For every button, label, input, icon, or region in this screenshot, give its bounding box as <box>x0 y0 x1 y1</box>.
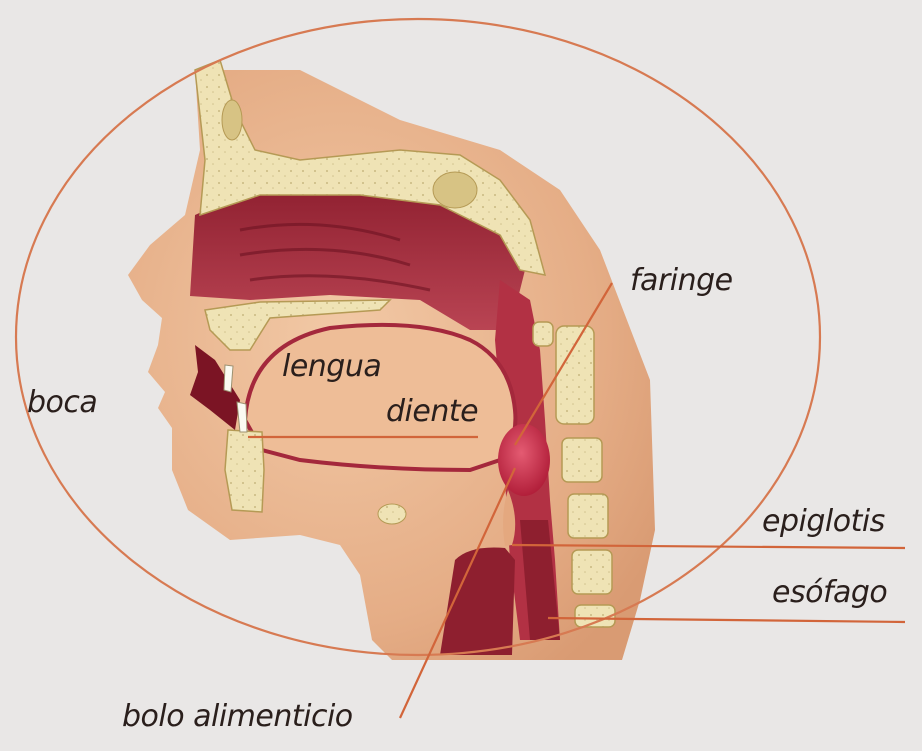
label-bolo-alimenticio: bolo alimenticio <box>122 699 353 734</box>
tongue <box>242 322 518 473</box>
label-faringe: faringe <box>630 263 733 298</box>
leader-bolo <box>399 467 516 719</box>
sinus <box>221 99 243 141</box>
vertebrae <box>532 321 616 628</box>
leader-esofago <box>547 616 906 624</box>
epiglottis <box>503 490 516 546</box>
frame-ellipse <box>14 17 822 657</box>
palate-bone <box>204 299 392 351</box>
leader-lines <box>248 282 906 719</box>
food-bolus <box>498 424 550 496</box>
jaw-bone <box>224 429 265 513</box>
lower-tooth <box>236 401 248 433</box>
nasal-folds <box>239 222 431 292</box>
label-lengua: lengua <box>282 349 382 384</box>
label-diente: diente <box>386 394 479 429</box>
trachea <box>440 547 515 655</box>
mouth-opening <box>190 345 240 430</box>
label-boca: boca <box>27 385 98 420</box>
leader-faringe <box>514 282 613 446</box>
hyoid-bone <box>377 503 407 525</box>
skull-bone <box>194 58 547 276</box>
sinus <box>432 171 478 209</box>
esophagus <box>520 520 560 640</box>
label-epiglotis: epiglotis <box>762 504 885 539</box>
label-esofago: esófago <box>772 575 888 610</box>
leader-epiglotis <box>511 543 906 550</box>
nasal-cavity <box>190 180 525 330</box>
upper-tooth <box>223 364 234 393</box>
